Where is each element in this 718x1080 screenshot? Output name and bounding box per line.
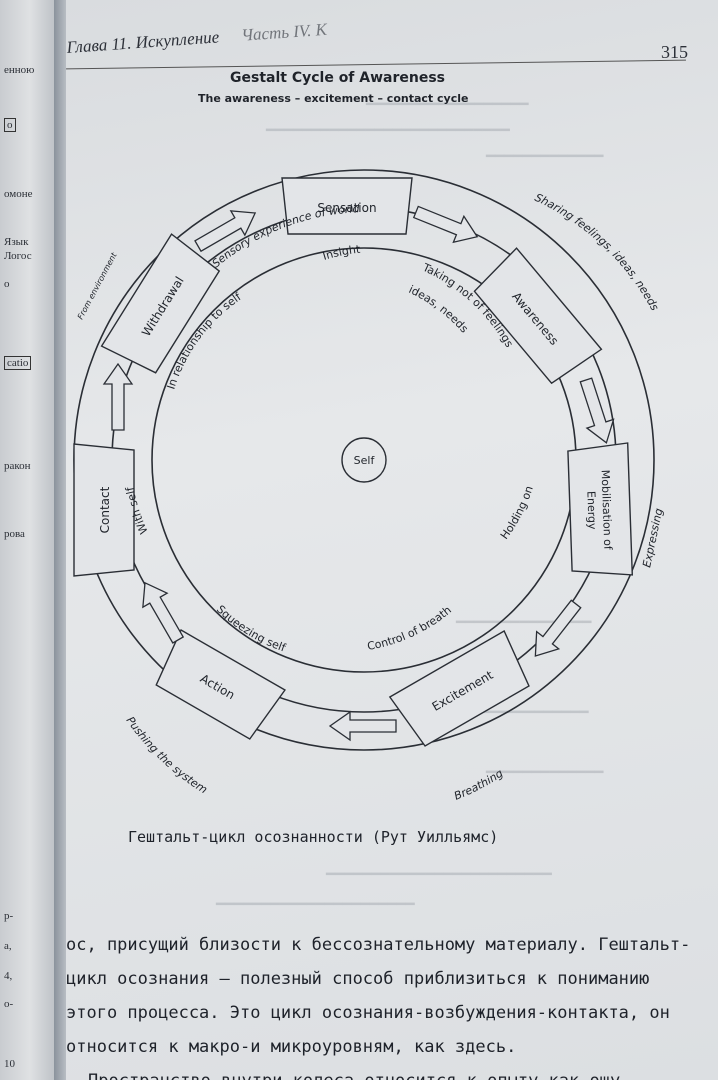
outer-label-from-environment: From environment <box>76 250 119 321</box>
body-line: ос, присущий близости к бессознательному… <box>66 935 691 955</box>
left-page-fragment: р- <box>4 910 14 922</box>
stage-box-awareness: Awareness <box>473 247 603 385</box>
figure-title: Gestalt Cycle of Awareness <box>230 70 446 86</box>
body-line: цикл осознания — полезный способ приблиз… <box>66 969 650 989</box>
body-line: относится к макро-и микроуровням, как зд… <box>66 1037 517 1057</box>
left-page-fragment: рова <box>4 528 25 540</box>
figure-caption: Гештальт-цикл осознанности (Рут Уилльямс… <box>128 828 499 846</box>
flow-arrow-sensation-to-awareness <box>412 205 479 244</box>
self-circle <box>341 437 387 483</box>
running-head: Глава 11. Искупление Часть IV. К <box>66 20 328 58</box>
outer-label-breathing: Breathing <box>452 767 505 803</box>
left-page-edge: енною о омоне Язык Логос о catio ракон р… <box>0 0 54 1080</box>
show-through-text: ━━━━━━━━━━━━━ <box>486 765 604 781</box>
flow-arrow-mobilisation-to-excitement <box>534 599 582 657</box>
body-line: этого процесса. Это цикл осознания-возбу… <box>66 1003 670 1023</box>
stage-label-mobilisation-1: Mobilisation of <box>599 470 615 552</box>
flow-arrow-action-to-contact <box>142 581 185 644</box>
left-page-fragment: енною <box>4 64 35 76</box>
flow-arrow-withdrawal-to-sensation <box>194 210 257 253</box>
left-page-fragment: омоне <box>4 188 33 200</box>
inner-label-holding-on: Holding on <box>498 484 536 542</box>
stage-box-withdrawal: Withdrawal <box>100 233 221 374</box>
stage-box-contact: Contact <box>73 443 135 577</box>
left-page-fragment: 4, <box>4 970 13 982</box>
figure-subtitle: The awareness – excitement – contact cyc… <box>198 92 469 105</box>
inner-label-insight: Insight <box>321 243 361 263</box>
flow-arrow-awareness-to-mobilisation <box>579 377 615 444</box>
stage-box-mobilisation: Mobilisation of Energy <box>567 442 634 576</box>
show-through-text: ━━━━━━━━━━━━━━━━━━━━━━━━━ <box>326 867 552 883</box>
left-page-fragment: catio <box>4 356 32 370</box>
show-through-text: ━━━━━━━━━━━━━━━━━━━━━━━━━━━ <box>266 123 510 139</box>
left-page-fragment: о- <box>4 998 14 1010</box>
header-rule <box>66 59 686 70</box>
left-page-fragment: ракон <box>4 460 31 472</box>
running-head-right: Часть IV. К <box>240 19 328 45</box>
flow-arrow-contact-to-withdrawal <box>102 362 134 431</box>
stage-box-sensation: Sensation <box>281 177 413 235</box>
stage-label-contact: Contact <box>98 486 112 533</box>
inner-label-control-of-breath: Control of breath <box>366 603 454 652</box>
stage-label-sensation: Sensation <box>317 201 376 215</box>
left-page-fragment: а, <box>4 940 12 952</box>
body-text: ос, присущий близости к бессознательному… <box>66 928 691 1080</box>
show-through-text: ━━━━━━━━━━━━━ <box>486 149 604 165</box>
body-paragraph-start: Пространство внутри колеса относится к о… <box>66 1064 688 1080</box>
flow-arrow-excitement-to-action <box>328 710 397 742</box>
left-page-fragment: Логос <box>4 250 32 262</box>
show-through-text: ━━━━━━━━━━━━━━━━━━ <box>366 97 529 113</box>
left-page-fragment: 10 <box>4 1058 15 1070</box>
inner-label-squeezing-self: Squeezing self <box>214 603 288 655</box>
gestalt-cycle-diagram: Sensation Awareness Mobilisation of Ener… <box>73 169 665 803</box>
center-label-self: Self <box>354 454 376 467</box>
book-page: ━━━━━━━━━━━━━━━━━━ ━━━━━━━━━━━━━━━━━━━━━… <box>66 0 718 1080</box>
left-page-fragment: о <box>4 278 10 290</box>
stage-box-action: Action <box>155 629 286 740</box>
stage-box-excitement: Excitement <box>388 630 530 747</box>
outer-label-pushing: Pushing the system <box>124 714 210 796</box>
stage-label-mobilisation-2: Energy <box>584 491 598 530</box>
left-page-fragment: Язык <box>4 236 29 248</box>
show-through-text: ━━━━━━━━━━━━━━━━━━━━━━ <box>216 897 415 913</box>
running-head-left: Глава 11. Искупление <box>66 27 220 57</box>
left-page-fragment: о <box>4 118 16 132</box>
page-number: 315 <box>661 42 688 62</box>
